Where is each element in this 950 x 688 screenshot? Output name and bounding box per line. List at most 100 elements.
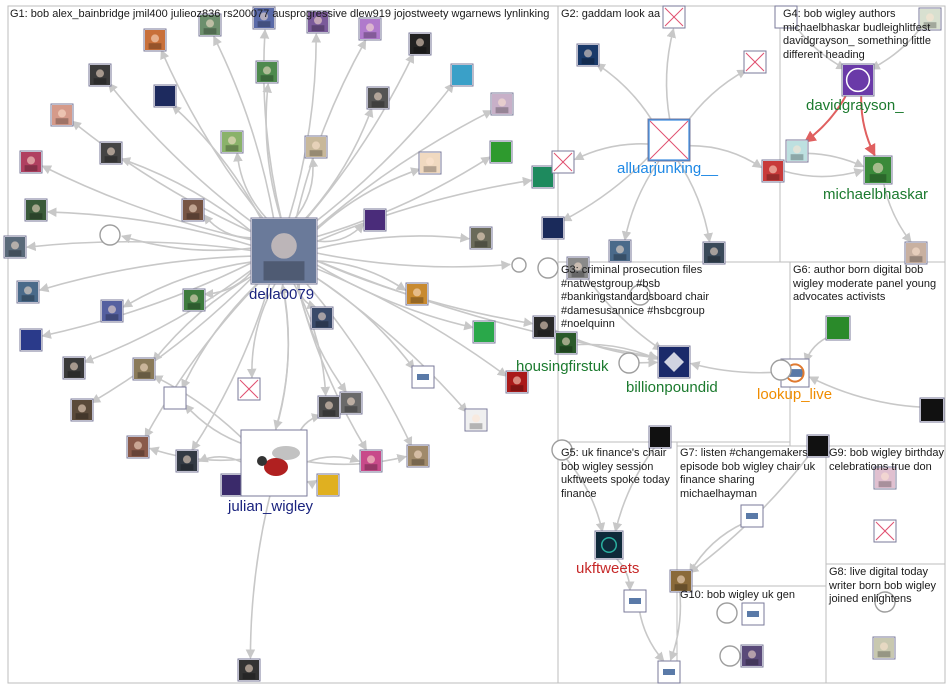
node-g3-03[interactable] — [629, 284, 651, 306]
node-g1-05[interactable] — [358, 17, 382, 41]
node-g2-03[interactable] — [743, 50, 767, 74]
node-g1-39[interactable] — [317, 395, 341, 419]
node-g1-13[interactable] — [490, 92, 514, 116]
node-g10-04[interactable] — [740, 644, 764, 668]
node-g1-32[interactable] — [472, 320, 496, 344]
node-g1-38[interactable] — [163, 386, 187, 410]
node-g1-01[interactable] — [143, 28, 167, 52]
node-g1-25[interactable] — [469, 226, 493, 250]
node-g1-03[interactable] — [252, 6, 276, 30]
node-g7-03[interactable] — [669, 569, 693, 593]
node-g3-04[interactable] — [554, 331, 578, 355]
node-g4-01[interactable] — [774, 5, 798, 29]
node-g1-36[interactable] — [237, 377, 261, 401]
node-label-della0079[interactable]: della0079 — [249, 286, 315, 303]
node-g2-02[interactable] — [576, 43, 600, 67]
node-label-ukftweets[interactable]: ukftweets — [576, 560, 640, 577]
node-g1-26[interactable] — [16, 280, 40, 304]
node-g2-07[interactable] — [702, 241, 726, 265]
node-g1-40[interactable] — [339, 391, 363, 415]
node-label-billionpoundid[interactable]: billionpoundid — [626, 379, 718, 396]
node-g1-21[interactable] — [181, 198, 205, 222]
node-ukftweets[interactable] — [594, 530, 624, 560]
node-g1-15[interactable] — [220, 130, 244, 154]
node-billionpoundid[interactable] — [657, 345, 691, 379]
node-g1-02[interactable] — [198, 13, 222, 37]
node-g1-22[interactable] — [363, 208, 387, 232]
node-label-michaelbhaskar[interactable]: michaelbhaskar — [823, 186, 929, 203]
node-della0079[interactable] — [250, 217, 318, 285]
node-g1-19[interactable] — [19, 150, 43, 174]
node-g1-30[interactable] — [310, 306, 334, 330]
node-g5-03[interactable] — [623, 589, 647, 613]
node-g2-04[interactable] — [551, 150, 575, 174]
node-alluarjunking[interactable] — [647, 118, 691, 162]
node-g1-45[interactable] — [406, 444, 430, 468]
node-g1-09[interactable] — [255, 60, 279, 84]
node-g5-01[interactable] — [551, 439, 573, 461]
node-g7-01[interactable] — [806, 434, 830, 458]
node-julian-wigley[interactable] — [240, 429, 308, 497]
node-g10-03[interactable] — [719, 645, 741, 667]
node-label-davidgrayson[interactable]: davidgrayson_ — [806, 97, 904, 114]
node-g1-44[interactable] — [359, 449, 383, 473]
node-g1-04[interactable] — [306, 10, 330, 34]
node-g1-23[interactable] — [99, 224, 121, 246]
node-g1-43[interactable] — [175, 449, 199, 473]
node-g1-33[interactable] — [62, 356, 86, 380]
node-g1-28[interactable] — [100, 299, 124, 323]
node-g1-16[interactable] — [304, 135, 328, 159]
node-g3-02[interactable] — [566, 256, 590, 280]
node-g1-18[interactable] — [489, 140, 513, 164]
node-g1-50[interactable] — [505, 370, 529, 394]
node-g1-46[interactable] — [220, 473, 244, 497]
node-label-julian-wigley[interactable]: julian_wigley — [228, 498, 314, 515]
node-g1-49[interactable] — [511, 257, 527, 273]
node-g6-03[interactable] — [919, 397, 945, 423]
node-g1-07[interactable] — [88, 63, 112, 87]
node-g1-27[interactable] — [182, 288, 206, 312]
node-g1-24[interactable] — [3, 235, 27, 259]
node-davidgrayson[interactable] — [841, 63, 875, 97]
node-g3-01[interactable] — [537, 257, 559, 279]
node-g1-31[interactable] — [19, 328, 43, 352]
node-g1-10[interactable] — [450, 63, 474, 87]
node-g6-01[interactable] — [825, 315, 851, 341]
node-g8-01[interactable] — [874, 591, 896, 613]
node-g7-02[interactable] — [740, 504, 764, 528]
node-g2-08[interactable] — [761, 159, 785, 183]
node-g1-37[interactable] — [70, 398, 94, 422]
node-g10-02[interactable] — [741, 602, 765, 626]
node-label-alluarjunking[interactable]: alluarjunking__ — [617, 160, 718, 177]
node-g1-11[interactable] — [50, 103, 74, 127]
node-g1-51[interactable] — [532, 315, 556, 339]
node-g6-02[interactable] — [770, 359, 792, 381]
node-g1-29[interactable] — [405, 282, 429, 306]
node-g2-01[interactable] — [662, 5, 686, 29]
node-g9-01[interactable] — [873, 466, 897, 490]
node-label-lookup-live[interactable]: lookup_live — [757, 386, 833, 403]
node-g1-14[interactable] — [99, 141, 123, 165]
node-g1-20[interactable] — [24, 198, 48, 222]
node-michaelbhaskar[interactable] — [863, 155, 893, 185]
node-g5-04[interactable] — [657, 660, 681, 684]
node-g4-04[interactable] — [904, 241, 928, 265]
node-g1-52[interactable] — [531, 165, 555, 189]
node-g4-03[interactable] — [785, 139, 809, 163]
node-g1-34[interactable] — [132, 357, 156, 381]
node-g10-01[interactable] — [716, 602, 738, 624]
node-g8-02[interactable] — [872, 636, 896, 660]
node-g9-02[interactable] — [873, 519, 897, 543]
node-label-housingfirstuk[interactable]: housingfirstuk — [516, 358, 609, 375]
node-g2-05[interactable] — [541, 216, 565, 240]
node-g2-06[interactable] — [608, 239, 632, 263]
node-g1-12[interactable] — [366, 86, 390, 110]
node-g3-05[interactable] — [618, 352, 640, 374]
node-g1-08[interactable] — [153, 84, 177, 108]
node-g1-35[interactable] — [411, 365, 435, 389]
node-g1-47[interactable] — [316, 473, 340, 497]
node-g1-41[interactable] — [464, 408, 488, 432]
node-g1-17[interactable] — [418, 151, 442, 175]
node-g1-42[interactable] — [126, 435, 150, 459]
node-g1-06[interactable] — [408, 32, 432, 56]
